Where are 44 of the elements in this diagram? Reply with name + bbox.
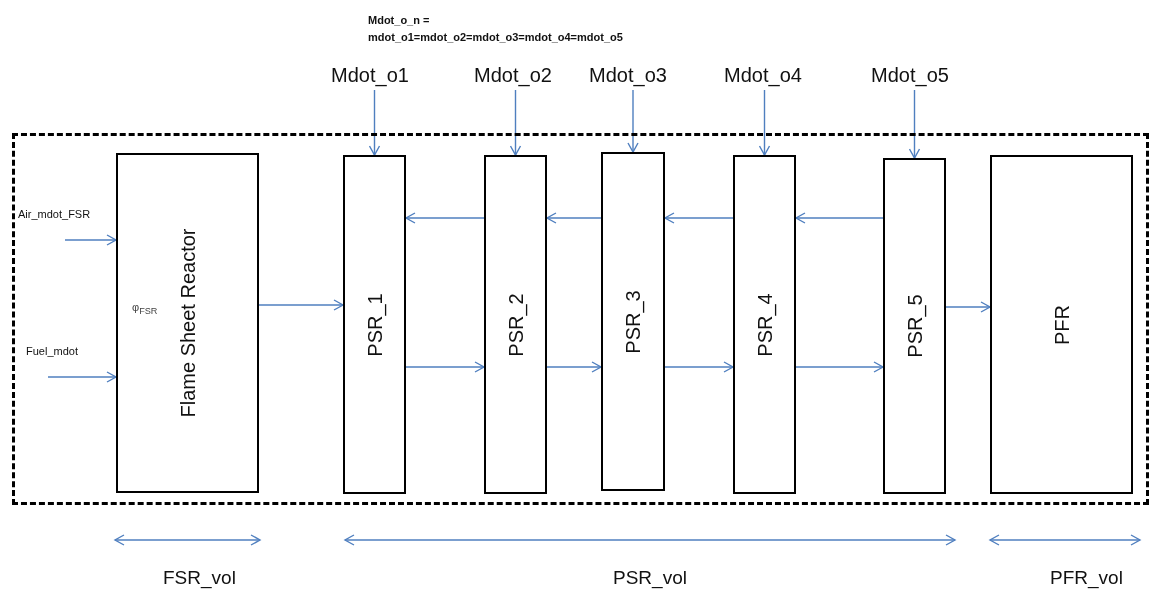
arrow [627, 89, 639, 153]
arrow [47, 371, 117, 383]
flow-label: Mdot_o1 [320, 60, 420, 90]
flow-label: Mdot_o4 [713, 60, 813, 90]
dashed-boundary-box [12, 133, 1149, 505]
arrow [795, 212, 884, 224]
arrow [664, 361, 734, 373]
arrow [908, 89, 921, 159]
formula-note: Mdot_o_n = mdot_o1=mdot_o2=mdot_o3=mdot_o4=mdot_o5 [368, 13, 624, 45]
arrow [405, 361, 485, 373]
arrow [546, 361, 602, 373]
arrow [795, 361, 884, 373]
edge-label: Air_mdot_FSR [18, 208, 91, 220]
arrow [368, 89, 381, 156]
reactor-box [343, 155, 406, 494]
dimension-label: FSR_vol [163, 567, 236, 589]
arrow [64, 234, 117, 246]
reactor-label: PSR_2 [504, 292, 527, 357]
reactor-box [990, 155, 1133, 494]
flow-label: Mdot_o5 [860, 60, 960, 90]
dimension-label: PFR_vol [1050, 567, 1123, 589]
flow-label: Mdot_o3 [578, 60, 678, 90]
reactor-label: PSR_3 [621, 289, 645, 354]
arrow [664, 212, 734, 224]
reactor-box [601, 152, 665, 491]
arrow [546, 212, 602, 224]
dimension-label: PSR_vol [613, 567, 687, 589]
arrow [405, 212, 485, 224]
arrow [945, 301, 991, 313]
edge-label: Fuel_mdot [26, 345, 78, 357]
reactor-label: PSR_4 [753, 292, 776, 357]
reactor-box [883, 158, 946, 494]
reactor-label: PSR_1 [363, 292, 386, 357]
reactor-box [484, 155, 547, 494]
arrow [509, 89, 522, 156]
arrow [258, 299, 344, 311]
equivalence-ratio-label: φ$_{FSR}$ [132, 301, 158, 317]
arrow [758, 89, 771, 156]
reactor-box [733, 155, 796, 494]
flow-label: Mdot_o2 [463, 60, 563, 90]
reactor-label: Flame Sheet Reactor [176, 228, 199, 418]
reactor-label: PFR [1050, 304, 1073, 345]
reactor-label: PSR_5 [903, 294, 926, 358]
reactor-box [116, 153, 259, 493]
